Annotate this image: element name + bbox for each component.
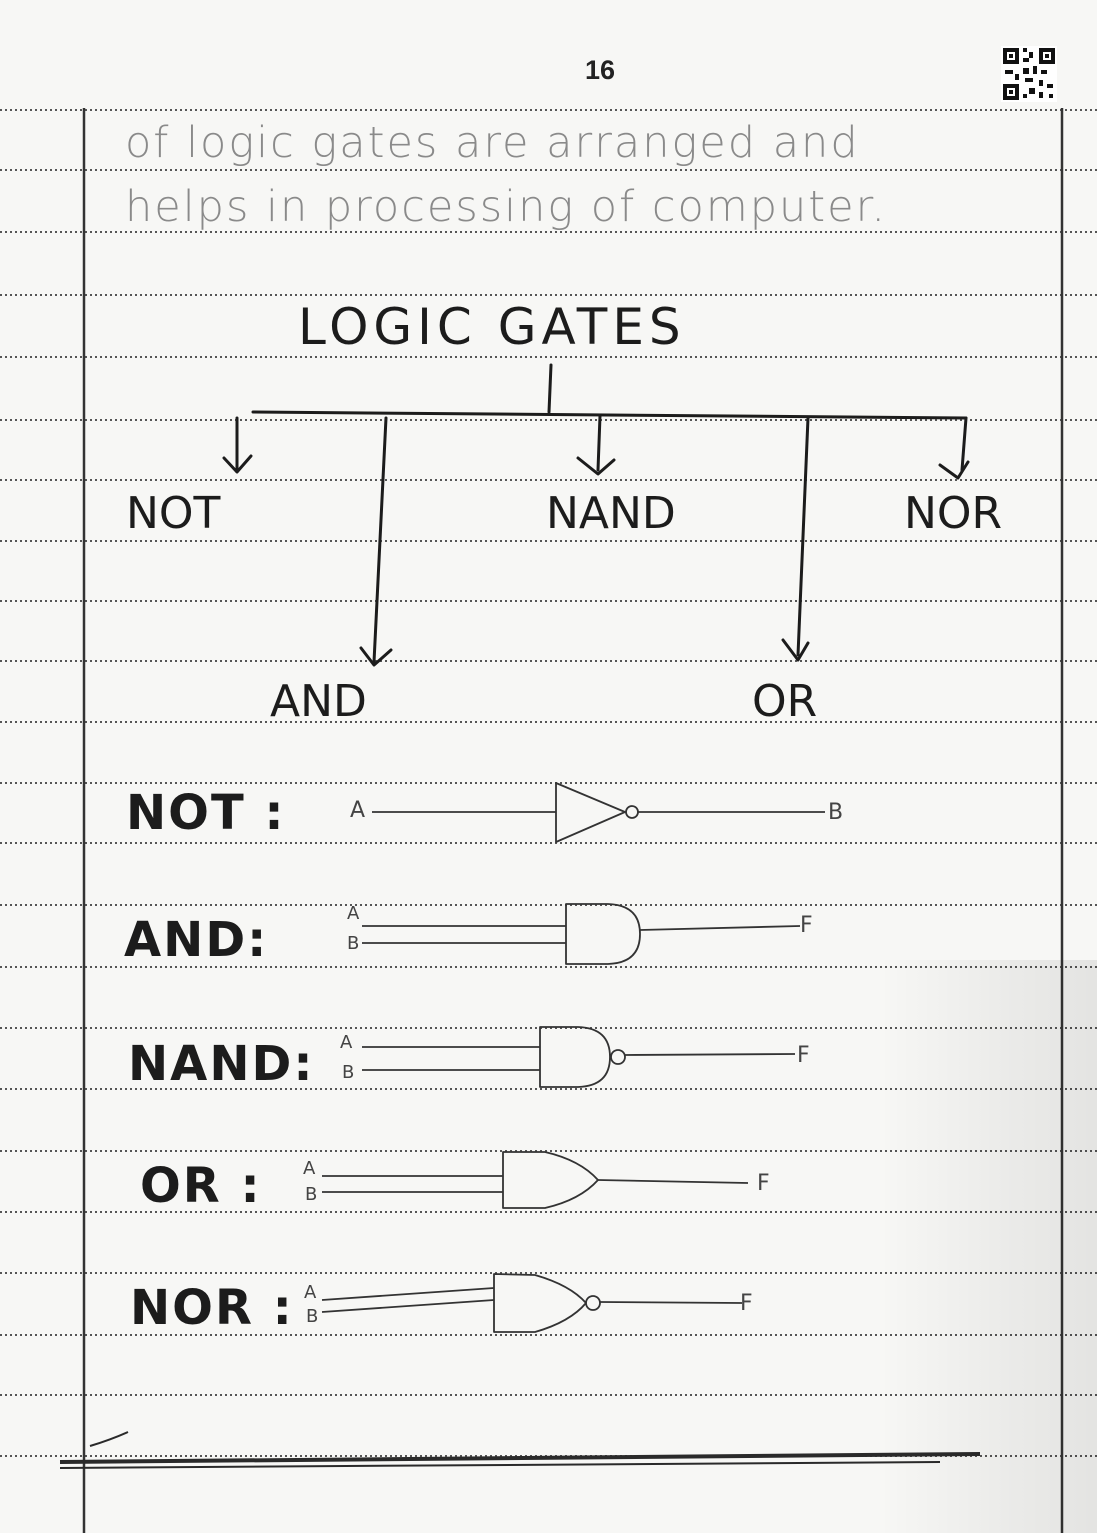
- nand-gate-symbol: [362, 1026, 796, 1088]
- note-line-1: of logic gates are arranged and: [125, 118, 860, 168]
- not-output: B: [828, 800, 844, 825]
- tree-connectors: [222, 363, 970, 667]
- branch-not: NOT: [126, 488, 221, 539]
- branch-nand: NAND: [546, 488, 676, 539]
- label-or-gate: OR :: [140, 1158, 262, 1214]
- not-input-a: A: [350, 798, 366, 823]
- label-nor-gate: NOR :: [130, 1280, 294, 1336]
- page-shadow: [880, 960, 1097, 1533]
- branch-and: AND: [270, 676, 367, 727]
- nor-input-b: B: [306, 1306, 319, 1327]
- or-input-b: B: [305, 1184, 318, 1205]
- nor-input-a: A: [304, 1282, 317, 1303]
- nand-input-b: B: [342, 1062, 355, 1083]
- qr-code-icon: [1001, 46, 1057, 102]
- or-input-a: A: [303, 1158, 316, 1179]
- nor-output: F: [740, 1291, 753, 1316]
- and-input-a: A: [347, 903, 360, 924]
- branch-or: OR: [752, 676, 818, 727]
- note-line-2: helps in processing of computer.: [125, 182, 888, 232]
- label-not-gate: NOT :: [126, 785, 286, 841]
- and-gate-symbol: [362, 903, 801, 965]
- nor-gate-symbol: [321, 1273, 743, 1333]
- or-output: F: [757, 1171, 770, 1196]
- tree-title: LOGIC GATES: [298, 298, 686, 356]
- nand-output: F: [797, 1043, 810, 1068]
- branch-nor: NOR: [904, 488, 1003, 539]
- nand-input-a: A: [340, 1032, 353, 1053]
- label-and-gate: AND:: [124, 912, 269, 968]
- and-output: F: [800, 913, 813, 938]
- page-number: 16: [584, 55, 616, 85]
- and-input-b: B: [347, 933, 360, 954]
- label-nand-gate: NAND:: [128, 1036, 315, 1092]
- not-gate-symbol: [372, 782, 825, 843]
- or-gate-symbol: [322, 1151, 749, 1209]
